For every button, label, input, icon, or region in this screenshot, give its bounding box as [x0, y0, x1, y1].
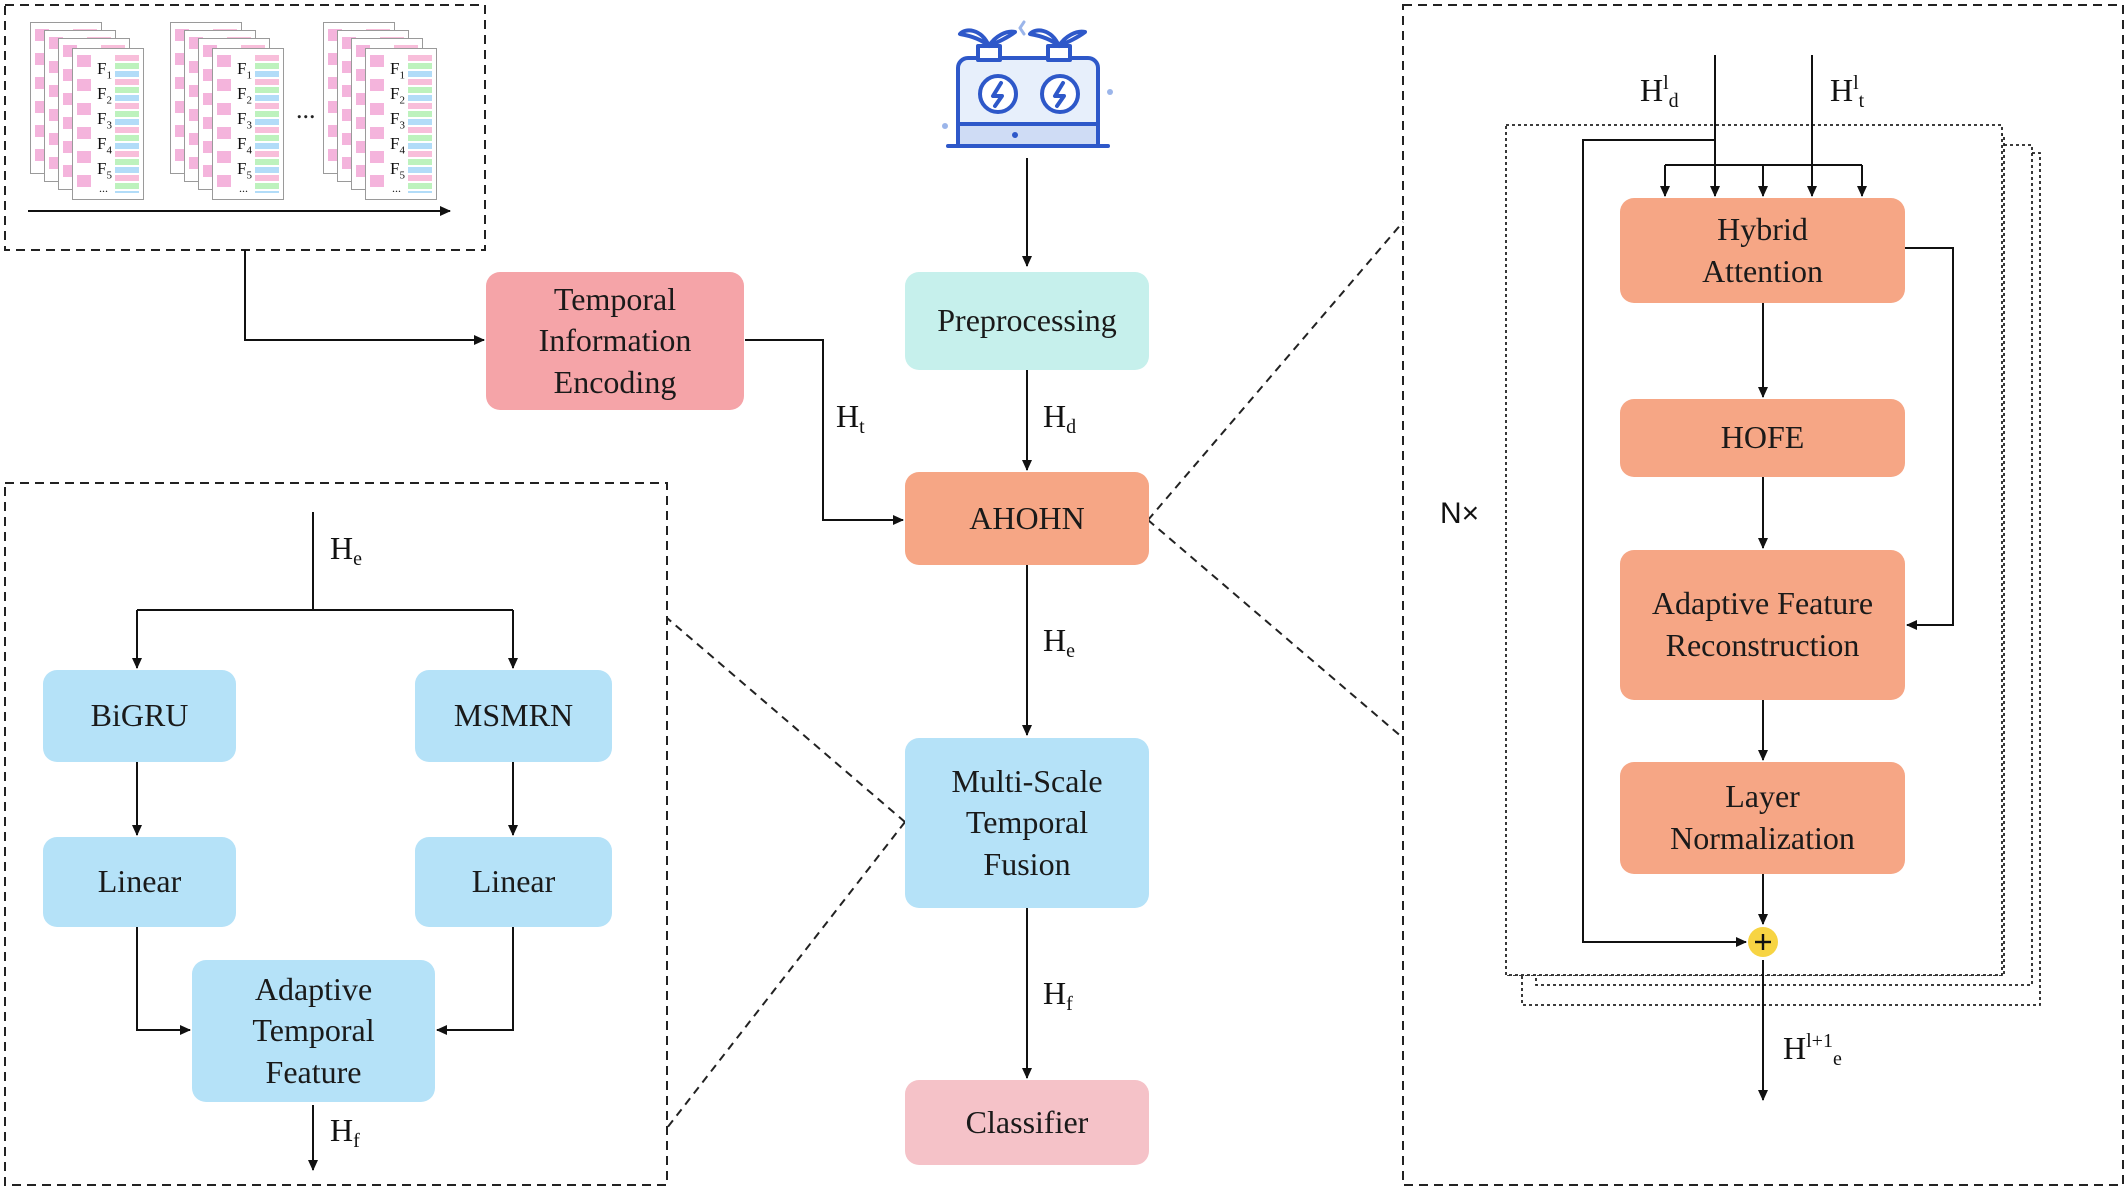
frame-index-label: F3 — [390, 109, 405, 132]
label-hf-left: Hf — [330, 1112, 360, 1152]
ahohn-box: AHOHN — [905, 472, 1149, 565]
classifier-box: Classifier — [905, 1080, 1149, 1165]
frame-index-label: F5 — [97, 159, 112, 182]
msmrn-box: MSMRN — [415, 670, 612, 762]
frame-index-label: F1 — [390, 59, 405, 82]
frame-more-label: ... — [392, 181, 401, 195]
label-hl1e: Hl+1e — [1783, 1030, 1842, 1070]
label-he-left: He — [330, 530, 362, 570]
linear-left-box: Linear — [43, 837, 236, 927]
adaptive-reconstruction-box: Adaptive Feature Reconstruction — [1620, 550, 1905, 700]
layer-normalization-box: Layer Normalization — [1620, 762, 1905, 874]
temporal-encoding-box: Temporal Information Encoding — [486, 272, 744, 410]
multiscale-fusion-box: Multi-Scale Temporal Fusion — [905, 738, 1149, 908]
frame-index-label: F4 — [97, 134, 112, 157]
ahohn-detail-frame — [1402, 4, 2124, 1186]
label-hd: Hd — [1043, 398, 1077, 438]
frame-index-label: F5 — [237, 159, 252, 182]
hybrid-attention-box: Hybrid Attention — [1620, 198, 1905, 303]
fusion-detail-frame — [4, 482, 668, 1186]
frame-index-label: F4 — [237, 134, 252, 157]
frame-more-label: ... — [99, 181, 108, 195]
label-ht: Ht — [836, 398, 865, 438]
bigru-box: BiGRU — [43, 670, 236, 762]
stack-ellipsis: ... — [296, 95, 316, 124]
frame-index-label: F2 — [390, 84, 405, 107]
hofe-box: HOFE — [1620, 399, 1905, 477]
frame-index-label: F5 — [390, 159, 405, 182]
adaptive-temporal-box: Adaptive Temporal Feature — [192, 960, 435, 1102]
label-he-main: He — [1043, 622, 1075, 662]
frame-index-label: F3 — [97, 109, 112, 132]
label-hlt: Hlt — [1830, 72, 1865, 112]
frame-index-label: F2 — [97, 84, 112, 107]
frame-index-label: F1 — [237, 59, 252, 82]
label-hf-main: Hf — [1043, 975, 1073, 1015]
frame-index-label: F3 — [237, 109, 252, 132]
label-repeat-n: N× — [1440, 497, 1480, 530]
battery-charger-device-icon — [942, 20, 1113, 148]
linear-right-box: Linear — [415, 837, 612, 927]
label-hld: Hld — [1640, 72, 1679, 112]
frame-index-label: F4 — [390, 134, 405, 157]
preprocessing-box: Preprocessing — [905, 272, 1149, 370]
frame-index-label: F1 — [97, 59, 112, 82]
frame-index-label: F2 — [237, 84, 252, 107]
frame-more-label: ... — [239, 181, 248, 195]
